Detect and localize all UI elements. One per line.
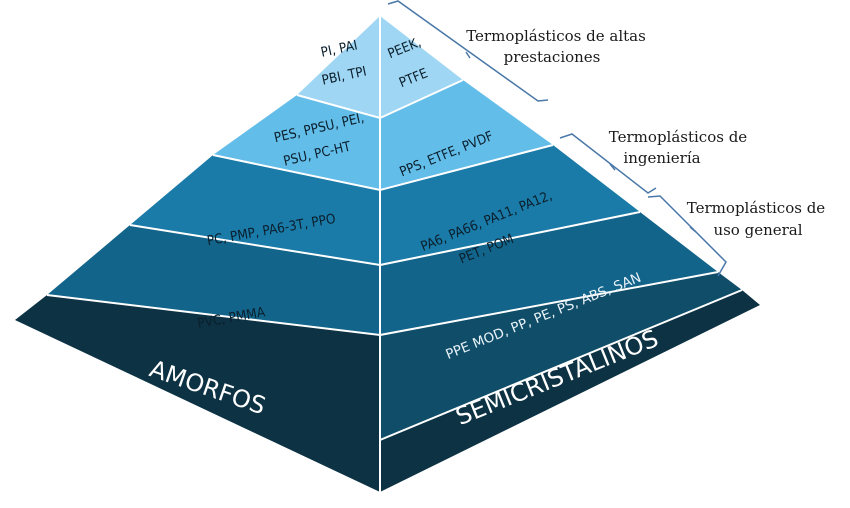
- category-ingenieria-line1: Termoplásticos de: [609, 128, 748, 146]
- left-tier-2: [213, 95, 380, 190]
- right-tier-3: [380, 145, 640, 265]
- bracket-ingenieria-tick: [609, 163, 616, 171]
- bracket-uso-tick: [689, 226, 697, 233]
- right-base: [380, 290, 760, 492]
- right-tier-4: [380, 212, 718, 335]
- category-ingenieria-line2: ingeniería: [623, 149, 700, 167]
- right-base-mid: [380, 272, 742, 440]
- category-altas-line1: Termoplásticos de altas: [466, 27, 646, 45]
- category-uso-line2: uso general: [713, 221, 802, 239]
- right-tier-2: [380, 80, 553, 190]
- bracket-ingenieria: [559, 133, 657, 194]
- bracket-altas: [387, 0, 549, 102]
- left-tier-1: [297, 16, 380, 118]
- bracket-altas-tick: [465, 51, 471, 59]
- amorfos-tier1-line1: PI, PAI: [319, 37, 358, 60]
- category-altas-line2: prestaciones: [504, 48, 601, 66]
- left-base: [15, 295, 380, 492]
- right-tier-1: [380, 16, 463, 118]
- category-uso-line1: Termoplásticos de: [687, 199, 826, 217]
- left-tier-3: [130, 155, 380, 265]
